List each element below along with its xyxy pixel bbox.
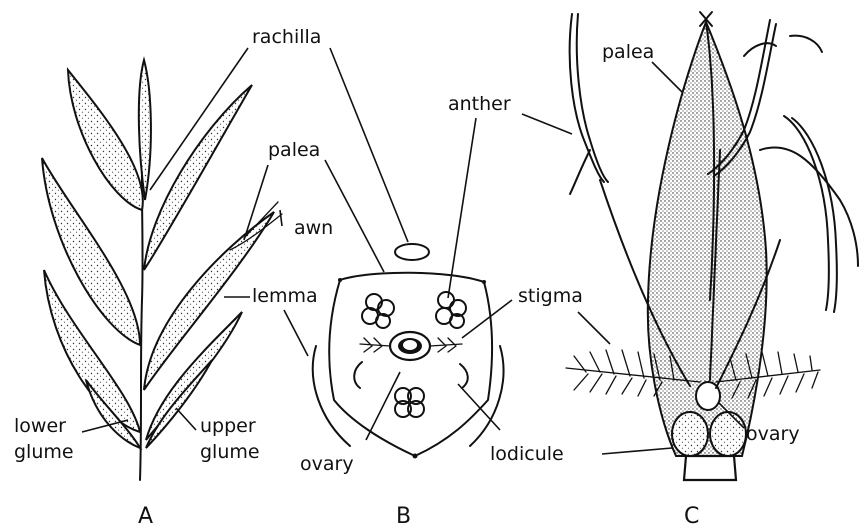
panel-a-spikelet: lower glume upper glume A xyxy=(14,48,282,529)
label-rachilla: rachilla xyxy=(252,26,321,48)
label-lower-glume-1: lower xyxy=(14,415,66,437)
lemma-section-left xyxy=(313,346,350,446)
caption-a: A xyxy=(138,504,153,529)
label-stigma: stigma xyxy=(518,285,583,307)
lodicule-right xyxy=(460,364,468,388)
palea-section xyxy=(329,273,492,456)
label-palea-b: palea xyxy=(268,139,320,161)
label-palea-c: palea xyxy=(602,41,654,63)
stigma-right xyxy=(430,338,462,352)
lodicule-c-left xyxy=(672,412,708,456)
anther-upper-left xyxy=(362,294,394,328)
label-anther: anther xyxy=(448,93,511,115)
label-lower-glume-2: glume xyxy=(14,441,74,463)
label-awn: awn xyxy=(294,217,333,239)
panel-c-flower: palea ovary C xyxy=(522,12,858,529)
lodicule-c-right xyxy=(710,412,746,456)
label-ovary-c: ovary xyxy=(746,423,800,445)
label-upper-glume-2: glume xyxy=(200,441,260,463)
label-upper-glume-1: upper xyxy=(200,415,256,437)
anther-c-3 xyxy=(760,116,858,312)
floret-left-1 xyxy=(68,70,143,210)
label-lemma: lemma xyxy=(252,285,318,307)
stigma-left xyxy=(360,338,390,352)
lemma-section-right xyxy=(470,346,503,446)
caption-b: B xyxy=(396,504,411,529)
rachilla-section xyxy=(395,244,429,260)
label-lodicule: lodicule xyxy=(490,443,564,465)
anther-lower xyxy=(395,388,424,417)
flower-base xyxy=(684,456,736,480)
caption-c: C xyxy=(684,504,699,529)
panel-b-floral-diagram: rachilla palea awn lemma anther stigma o… xyxy=(252,26,583,529)
label-ovary-b: ovary xyxy=(300,453,354,475)
floret-top xyxy=(139,60,151,200)
anther-upper-right xyxy=(436,292,466,328)
lodicule-left xyxy=(354,362,362,388)
